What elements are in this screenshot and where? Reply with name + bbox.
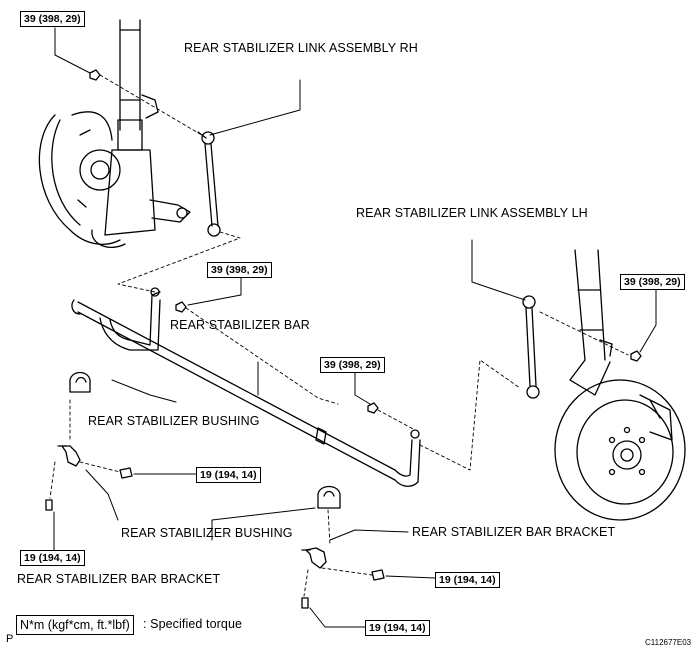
legend-unit-box: N*m (kgf*cm, ft.*lbf) [16,615,134,635]
torque-spec-box: 39 (398, 29) [620,274,685,290]
torque-spec-box: 19 (194, 14) [196,467,261,483]
page-mark: P [6,633,14,645]
label-bushing-upper: REAR STABILIZER BUSHING [88,414,260,428]
torque-spec-box: 39 (398, 29) [20,11,85,27]
figure-code: C112677E03 [645,638,692,647]
label-stabilizer-bar: REAR STABILIZER BAR [170,318,310,332]
lower-bushing-illustration [317,485,341,509]
rh-link-assembly-illustration [197,131,221,237]
upper-bushing-illustration [69,371,91,393]
torque-spec-box: 19 (194, 14) [20,550,85,566]
torque-spec-box: 19 (194, 14) [435,572,500,588]
lh-strut-brake-illustration [554,249,686,521]
torque-spec-box: 39 (398, 29) [207,262,272,278]
rh-strut-knuckle-illustration [38,19,191,248]
label-bar-bracket-right: REAR STABILIZER BAR BRACKET [412,525,616,539]
leader-lines [53,27,657,628]
label-link-assembly-rh: REAR STABILIZER LINK ASSEMBLY RH [184,41,418,55]
label-bar-bracket-left: REAR STABILIZER BAR BRACKET [17,572,221,586]
lh-link-assembly-illustration [522,295,540,399]
left-bracket-illustration [57,445,81,467]
right-bracket-illustration [301,547,327,569]
torque-spec-box: 19 (194, 14) [365,620,430,636]
legend-text: : Specified torque [143,617,243,631]
label-bushing-lower: REAR STABILIZER BUSHING [121,526,293,540]
label-link-assembly-lh: REAR STABILIZER LINK ASSEMBLY LH [356,206,588,220]
torque-spec-box: 39 (398, 29) [320,357,385,373]
nuts-bolts [45,69,642,609]
alignment-lines [49,74,629,597]
